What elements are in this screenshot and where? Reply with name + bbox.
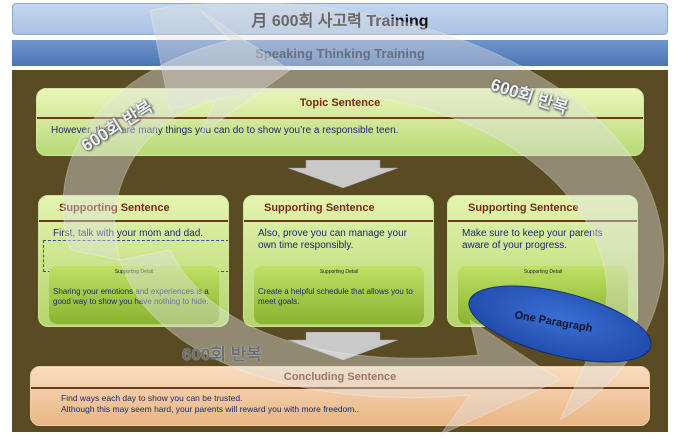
supporting-detail-2: Supporting Detail Create a helpful sched… xyxy=(254,266,424,324)
supporting-text-3: Make sure to keep your parents aware of … xyxy=(462,228,603,251)
supporting-heading-2: Supporting Sentence xyxy=(244,196,433,222)
diagram-stage: Topic Sentence However, there are many t… xyxy=(12,70,668,432)
concluding-line-1: Find ways each day to show you can be tr… xyxy=(61,393,243,403)
detail-text-3 xyxy=(458,275,628,287)
concluding-text: Find ways each day to show you can be tr… xyxy=(31,389,649,419)
concluding-heading: Concluding Sentence xyxy=(31,367,649,389)
repeat-label-3: 600회 반복 xyxy=(182,345,263,364)
detail-tag-3: Supporting Detail xyxy=(523,269,563,275)
detail-tag-1: Supporting Detail xyxy=(114,269,154,275)
supporting-heading-1: Supporting Sentence xyxy=(39,196,228,222)
detail-text-2: Create a helpful schedule that allows yo… xyxy=(258,287,413,306)
topic-text: However, there are many things you can d… xyxy=(51,125,399,136)
supporting-text-2: Also, prove you can manage your own time… xyxy=(258,228,407,251)
detail-text-1: Sharing your emotions and experiences is… xyxy=(53,287,209,306)
concluding-sentence-box: Concluding Sentence Find ways each day t… xyxy=(30,366,650,426)
supporting-detail-1: Supporting Detail Sharing your emotions … xyxy=(49,266,219,324)
page-title: 月 600회 사고력 Training xyxy=(12,3,668,35)
detail-tag-2: Supporting Detail xyxy=(319,269,359,275)
topic-sentence-box: Topic Sentence However, there are many t… xyxy=(36,88,644,156)
concluding-line-2: Although this may seem hard, your parent… xyxy=(61,404,360,414)
down-arrow-icon xyxy=(288,160,398,188)
page-subtitle: Speaking Thinking Training xyxy=(12,40,668,66)
supporting-box-1: Supporting Sentence First, talk with you… xyxy=(38,195,229,327)
topic-heading: Topic Sentence xyxy=(37,89,643,119)
down-arrow-icon xyxy=(288,332,398,360)
supporting-text-1: First, talk with your mom and dad. xyxy=(53,228,204,239)
supporting-box-2: Supporting Sentence Also, prove you can … xyxy=(243,195,434,327)
supporting-heading-3: Supporting Sentence xyxy=(448,196,637,222)
